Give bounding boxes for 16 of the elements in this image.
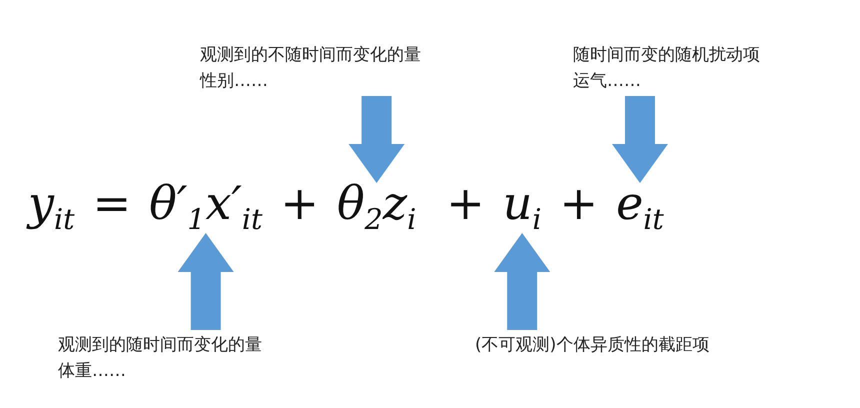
plus-sign: + xyxy=(280,176,319,230)
annotation-text: 观测到的不随时间而变化的量 xyxy=(200,44,422,67)
annotation-text: (不可观测)个体异质性的截距项 xyxy=(475,334,710,357)
annotation-text: 运气…… xyxy=(573,70,642,93)
equation-term: θ$_{2}$z$_{i}$ xyxy=(336,177,416,237)
equals-sign: = xyxy=(92,176,132,230)
equation-term: y$_{it}$ xyxy=(28,177,75,237)
equation-term: θ′$_{1}$x′$_{it}$ xyxy=(149,177,262,237)
annotation-text: 观测到的随时间而变化的量 xyxy=(58,334,263,357)
equation-term: u$_{i}$ xyxy=(502,177,542,237)
equation-term: e$_{it}$ xyxy=(616,177,664,237)
plus-sign: + xyxy=(446,176,485,230)
annotation-text: 体重…… xyxy=(58,360,127,383)
annotation-text: 随时间而变的随机扰动项 xyxy=(573,44,761,67)
annotation-text: 性别…… xyxy=(200,70,269,93)
plus-sign: + xyxy=(560,176,598,230)
